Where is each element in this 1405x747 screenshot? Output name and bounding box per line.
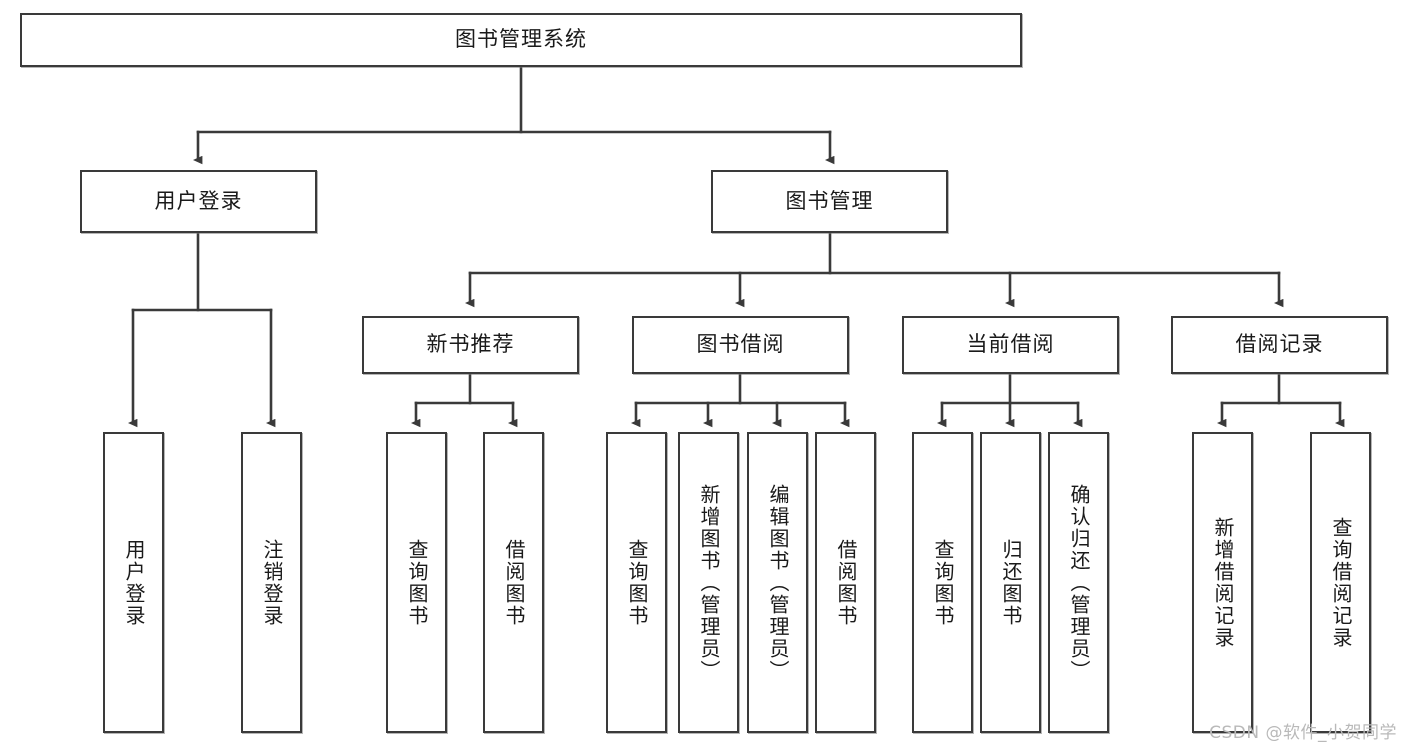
leaf-record-query-record[interactable]: 查询借阅记录 (1310, 432, 1371, 733)
leaf-newbook-query-book[interactable]: 查询图书 (386, 432, 447, 733)
node-label: 编辑图书（管理员） (766, 483, 790, 682)
node-label: 借阅图书 (834, 538, 858, 627)
leaf-borrow-query-book[interactable]: 查询图书 (606, 432, 667, 733)
node-label: 查询图书 (405, 538, 429, 627)
node-current-borrow[interactable]: 当前借阅 (902, 316, 1119, 374)
node-label: 查询借阅记录 (1329, 516, 1353, 649)
leaf-current-return-book[interactable]: 归还图书 (980, 432, 1041, 733)
node-borrow-record[interactable]: 借阅记录 (1171, 316, 1388, 374)
node-label: 注销登录 (260, 538, 284, 627)
leaf-borrow-edit-book-admin[interactable]: 编辑图书（管理员） (747, 432, 808, 733)
leaf-user-logout[interactable]: 注销登录 (241, 432, 302, 733)
watermark-text: CSDN @软件_小贺同学 (1209, 723, 1397, 743)
leaf-borrow-borrow-book[interactable]: 借阅图书 (815, 432, 876, 733)
node-label: 用户登录 (122, 538, 146, 627)
node-label: 查询图书 (931, 538, 955, 627)
node-label: 借阅图书 (502, 538, 526, 627)
node-label: 新增借阅记录 (1211, 516, 1235, 649)
node-label: 新书推荐 (426, 332, 515, 357)
node-new-book-recommend[interactable]: 新书推荐 (362, 316, 579, 374)
node-label: 新增图书（管理员） (697, 483, 721, 682)
node-label: 借阅记录 (1235, 332, 1324, 357)
leaf-borrow-add-book-admin[interactable]: 新增图书（管理员） (678, 432, 739, 733)
leaf-current-query-book[interactable]: 查询图书 (912, 432, 973, 733)
node-user-login[interactable]: 用户登录 (80, 170, 317, 233)
node-label: 归还图书 (999, 538, 1023, 627)
node-label: 图书管理系统 (455, 27, 587, 52)
leaf-user-login[interactable]: 用户登录 (103, 432, 164, 733)
node-label: 用户登录 (154, 188, 243, 213)
leaf-current-confirm-return-admin[interactable]: 确认归还（管理员） (1048, 432, 1109, 733)
node-root-system[interactable]: 图书管理系统 (20, 13, 1022, 67)
node-label: 当前借阅 (966, 332, 1055, 357)
leaf-record-add-record[interactable]: 新增借阅记录 (1192, 432, 1253, 733)
node-label: 查询图书 (625, 538, 649, 627)
node-label: 图书借阅 (696, 332, 785, 357)
node-book-borrow[interactable]: 图书借阅 (632, 316, 849, 374)
node-label: 确认归还（管理员） (1067, 483, 1091, 682)
node-book-management[interactable]: 图书管理 (711, 170, 948, 233)
leaf-newbook-borrow-book[interactable]: 借阅图书 (483, 432, 544, 733)
node-label: 图书管理 (785, 188, 874, 213)
